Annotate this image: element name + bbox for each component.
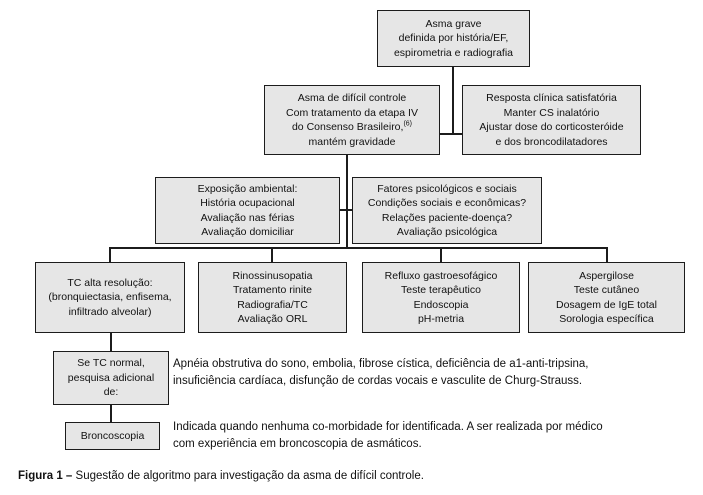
- note-broncoscopia: Indicada quando nenhuma co-morbidade for…: [173, 419, 698, 452]
- connector-stub-refluxo: [440, 247, 442, 262]
- node-text-part: do Consenso Brasileiro,: [291, 121, 404, 133]
- node-text: Dosagem de IgE total: [556, 298, 657, 311]
- node-exposicao-ambiental: Exposição ambiental: História ocupaciona…: [155, 177, 340, 244]
- node-text: Avaliação ORL: [237, 313, 308, 325]
- node-text: TC alta resolução:: [67, 276, 153, 289]
- connector-tc-to-setc: [110, 333, 112, 351]
- note-line: Indicada quando nenhuma co-morbidade for…: [173, 421, 603, 433]
- connector-mid-horizontal-stub: [340, 209, 352, 211]
- node-text: Ajustar dose do corticosteróide: [479, 121, 624, 133]
- node-text: Se TC normal,: [77, 357, 145, 370]
- node-text: Asma de difícil controle: [297, 92, 407, 104]
- note-line: com experiência em broncoscopia de asmát…: [173, 437, 422, 450]
- connector-mid-vertical: [346, 155, 348, 249]
- connector-setc-to-bronco: [110, 405, 112, 422]
- node-text: (bronquiectasia, enfisema,: [48, 291, 172, 304]
- node-se-tc-normal: Se TC normal, pesquisa adicional de:: [53, 351, 169, 405]
- note-line: insuficiência cardíaca, disfunção de cor…: [173, 374, 583, 387]
- node-text: pH-metria: [417, 313, 465, 325]
- node-broncoscopia: Broncoscopia: [65, 422, 160, 450]
- node-text: Manter CS inalatório: [503, 106, 600, 119]
- node-text: infiltrado alveolar): [68, 305, 152, 318]
- node-text: Broncoscopia: [80, 429, 145, 442]
- figure-caption-label: Figura 1 –: [18, 470, 73, 482]
- node-text: pesquisa adicional: [67, 371, 155, 384]
- node-text: definida por história/EF,: [398, 32, 509, 45]
- node-text: Asma grave: [425, 17, 482, 30]
- node-resposta-clinica: Resposta clínica satisfatória Manter CS …: [462, 85, 641, 155]
- node-text: do Consenso Brasileiro,(6): [292, 120, 412, 135]
- node-text: Rinossinusopatia: [232, 269, 313, 282]
- node-text: Sorologia específica: [559, 313, 654, 325]
- connector-stub-rino: [271, 247, 273, 262]
- node-text: Refluxo gastroesofágico: [384, 269, 498, 282]
- node-text: de:: [103, 386, 119, 399]
- figure-caption: Figura 1 – Sugestão de algoritmo para in…: [18, 470, 424, 482]
- node-text: Radiografia/TC: [237, 298, 308, 311]
- node-text: Avaliação domiciliar: [201, 226, 294, 238]
- node-text: e dos broncodilatadores: [495, 135, 608, 148]
- node-text: Avaliação nas férias: [200, 211, 295, 224]
- node-text: Teste cutâneo: [573, 284, 640, 296]
- node-text: Tratamento rinite: [233, 284, 312, 296]
- node-fatores-psicologicos: Fatores psicológicos e sociais Condições…: [352, 177, 542, 244]
- node-asma-grave: Asma grave definida por história/EF, esp…: [377, 10, 530, 67]
- node-text: Exposição ambiental:: [197, 182, 298, 195]
- node-asma-dificil-controle: Asma de difícil controle Com tratamento …: [264, 85, 440, 155]
- node-text: Fatores psicológicos e sociais: [377, 182, 517, 195]
- node-text: Aspergilose: [579, 269, 634, 282]
- connector-top-horizontal: [440, 133, 462, 135]
- node-text: Avaliação psicológica: [396, 226, 498, 238]
- node-text: Teste terapêutico: [401, 284, 481, 296]
- node-tc-alta-resolucao: TC alta resolução: (bronquiectasia, enfi…: [35, 262, 185, 333]
- figure-caption-text: Sugestão de algoritmo para investigação …: [72, 470, 424, 482]
- node-text: Com tratamento da etapa IV: [286, 106, 418, 119]
- node-text: mantém gravidade: [308, 135, 396, 148]
- connector-distribution-horizontal: [109, 247, 608, 249]
- node-text: Resposta clínica satisfatória: [486, 92, 617, 104]
- node-text: espirometria e radiografia: [393, 46, 514, 59]
- node-refluxo-gastroesofagico: Refluxo gastroesofágico Teste terapêutic…: [362, 262, 520, 333]
- connector-stub-aspergilose: [606, 247, 608, 262]
- node-text: Relações paciente-doença?: [381, 211, 513, 224]
- connector-top-vertical: [452, 66, 454, 135]
- note-comorbidades: Apnéia obstrutiva do sono, embolia, fibr…: [173, 356, 698, 389]
- connector-stub-tc: [109, 247, 111, 262]
- node-rinossinusopatia: Rinossinusopatia Tratamento rinite Radio…: [198, 262, 347, 333]
- node-text: História ocupacional: [200, 197, 295, 209]
- reference-superscript: (6): [403, 120, 413, 128]
- node-text: Endoscopia: [413, 298, 469, 311]
- node-aspergilose: Aspergilose Teste cutâneo Dosagem de IgE…: [528, 262, 685, 333]
- note-line: Apnéia obstrutiva do sono, embolia, fibr…: [173, 358, 589, 370]
- node-text: Condições sociais e econômicas?: [367, 197, 527, 209]
